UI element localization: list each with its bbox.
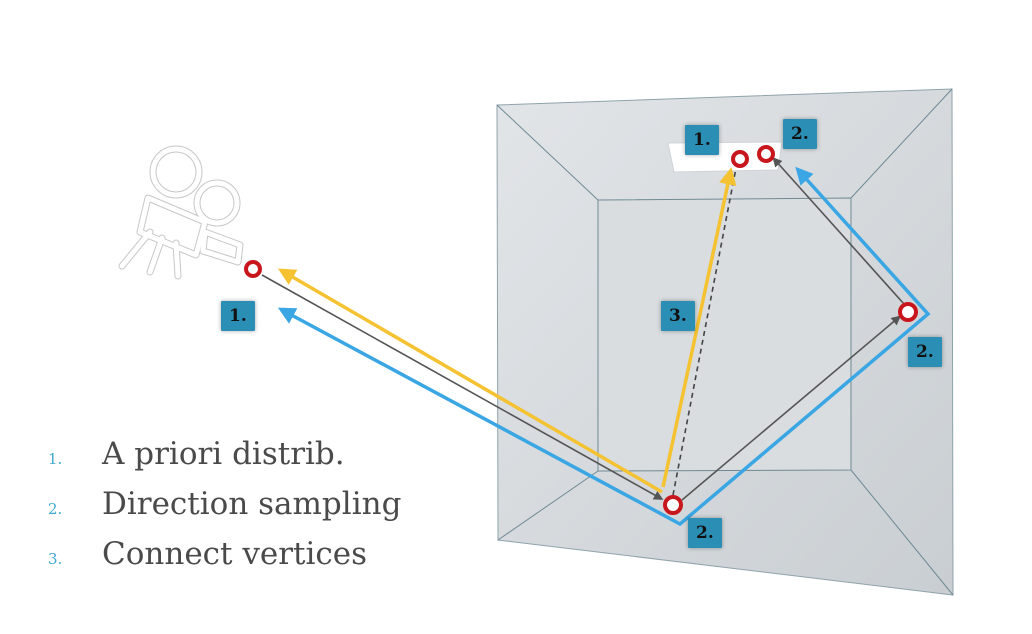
movie-camera-icon <box>118 145 244 280</box>
legend: 1. A priori distrib. 2. Direction sampli… <box>48 436 401 586</box>
vertex-circle-icon <box>244 145 918 515</box>
legend-item: 2. Direction sampling <box>48 486 401 536</box>
legend-text: Direction sampling <box>102 486 402 522</box>
light-vertex-badge: 1. <box>685 125 719 155</box>
connection-badge: 3. <box>661 301 695 331</box>
legend-item: 1. A priori distrib. <box>48 436 401 486</box>
floor-vertex-badge: 2. <box>688 518 722 548</box>
legend-text: Connect vertices <box>102 536 367 572</box>
camera-vertex-badge: 1. <box>221 301 255 331</box>
legend-number: 1. <box>48 450 63 468</box>
blue-path <box>277 166 931 527</box>
connection-dashed-line <box>672 167 737 496</box>
legend-number: 2. <box>48 500 63 518</box>
legend-number: 3. <box>48 550 63 568</box>
legend-text: A priori distrib. <box>102 436 345 472</box>
light-secondary-badge: 2. <box>783 119 817 149</box>
legend-item: 3. Connect vertices <box>48 536 401 586</box>
wall-vertex-badge: 2. <box>908 337 942 367</box>
